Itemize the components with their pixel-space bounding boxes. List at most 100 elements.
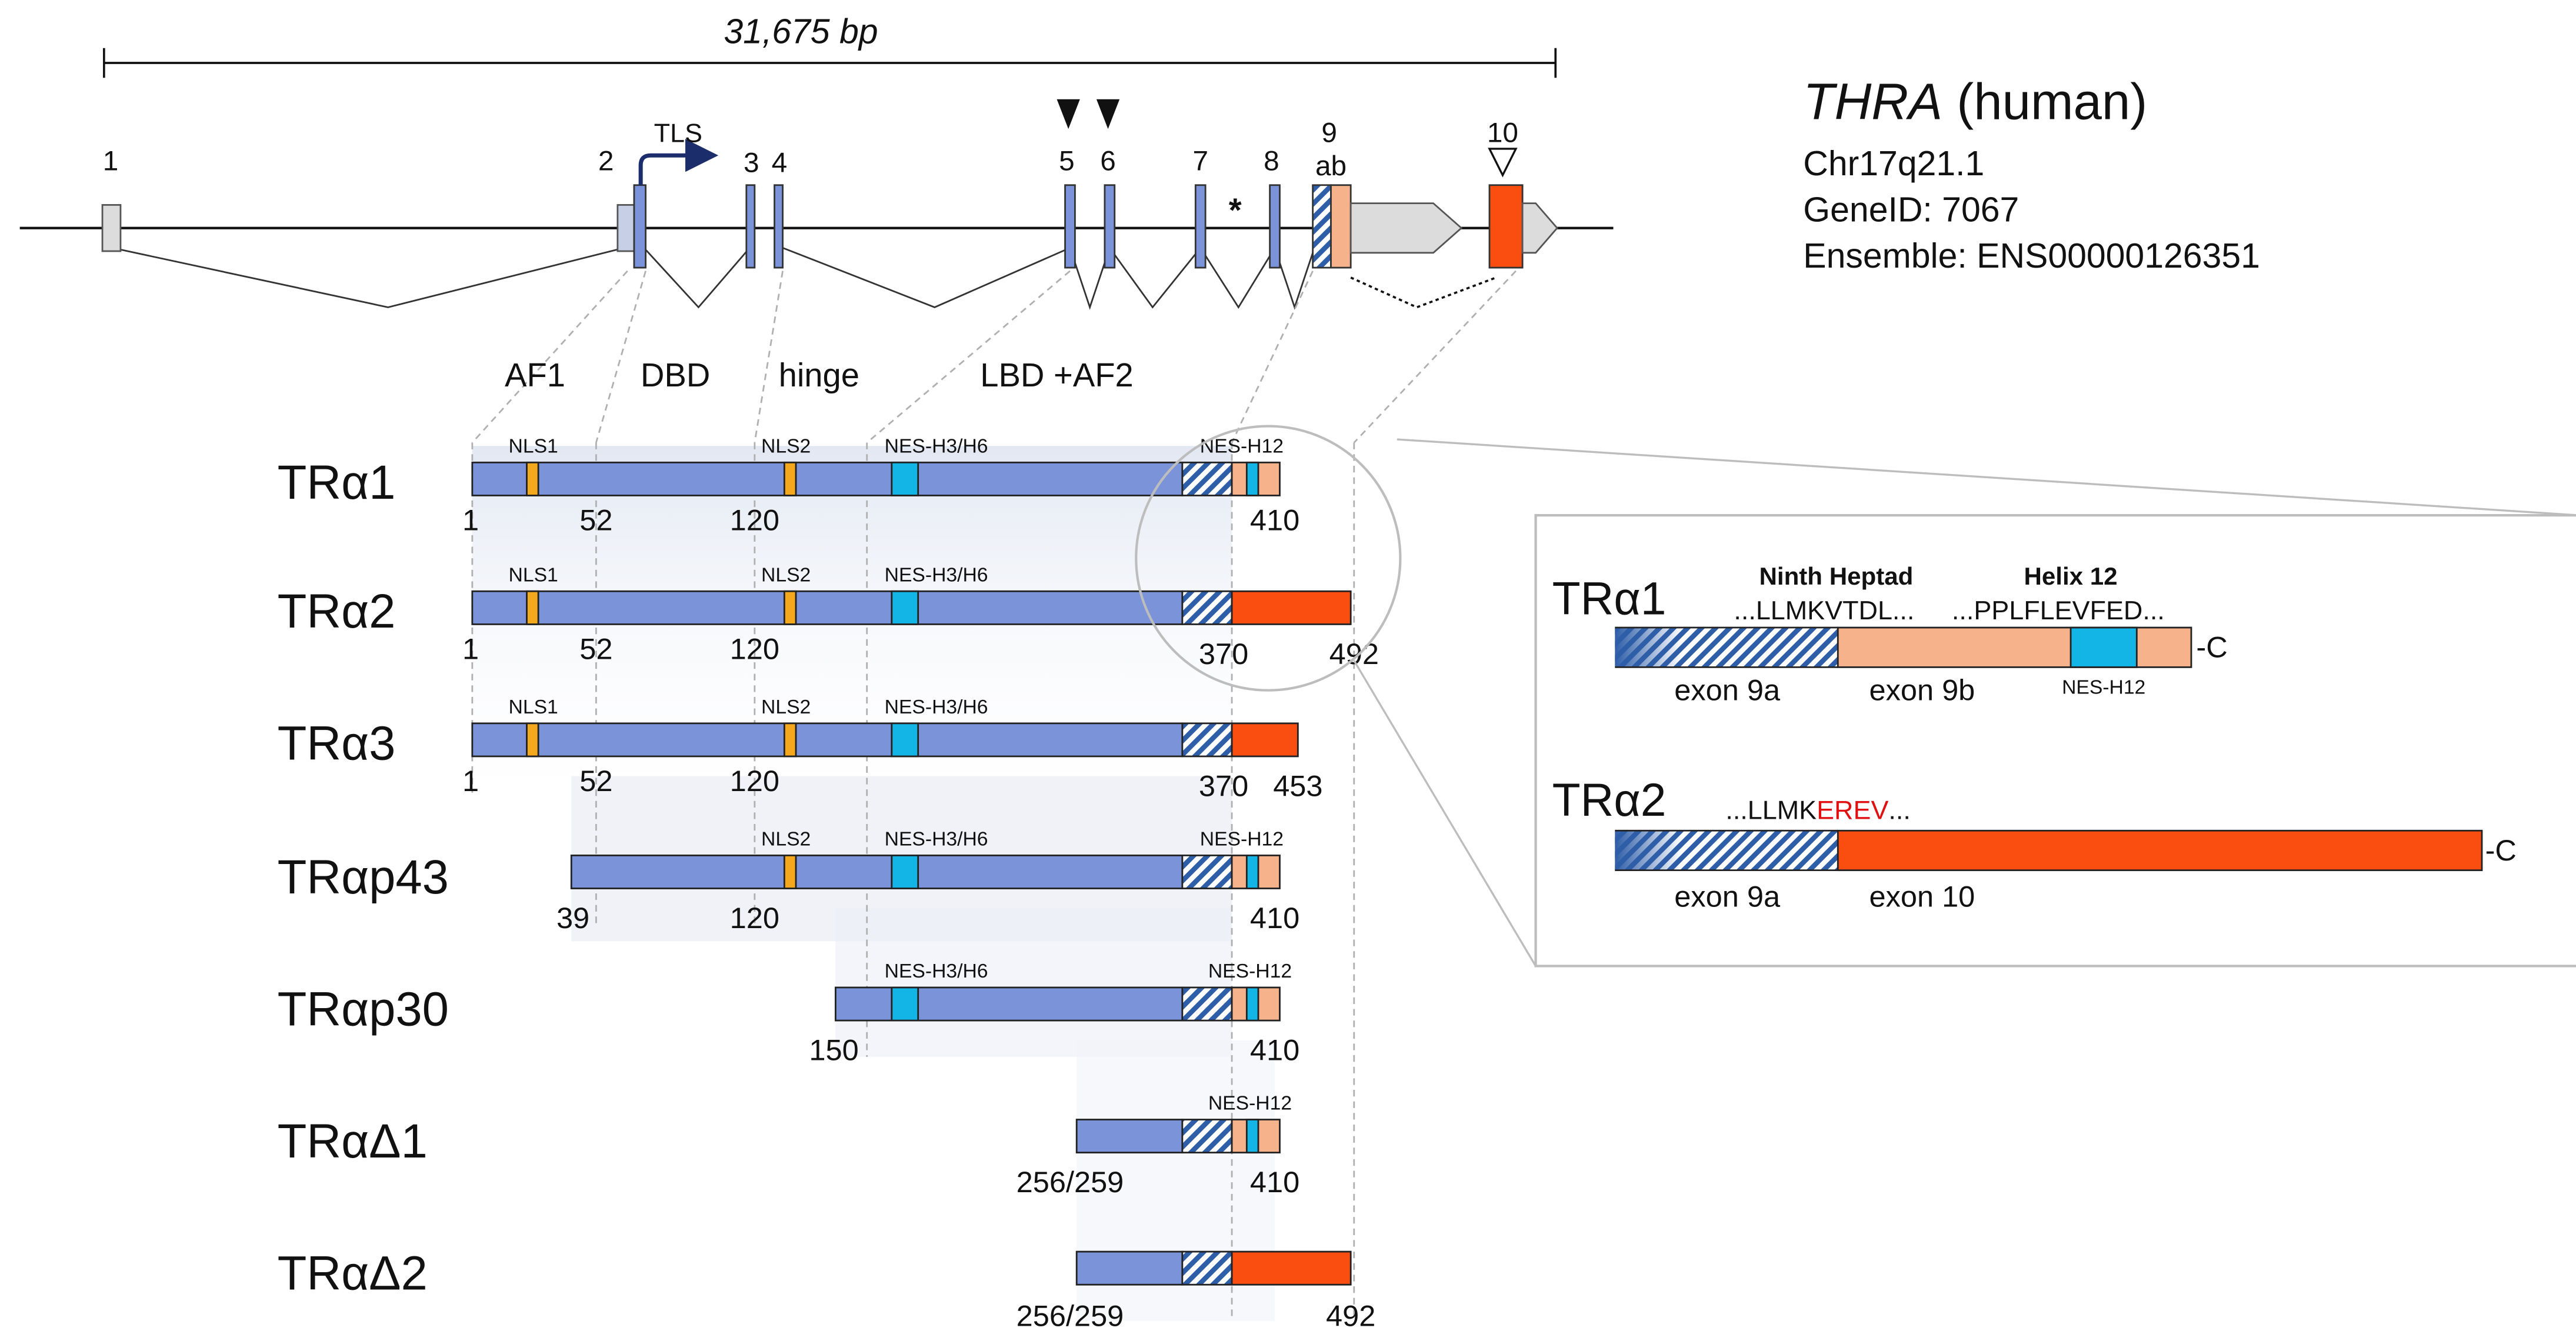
inset-tra2-seq-suffix: ...	[1888, 795, 1910, 825]
position-label: 120	[730, 764, 779, 798]
nes-h3h6-label: NES-H3/H6	[885, 696, 988, 718]
nes-h12-motif	[1245, 986, 1259, 1022]
exon-1	[101, 204, 122, 252]
nls2-motif	[783, 854, 797, 889]
nes-h3h6-motif	[891, 854, 919, 889]
exon-8	[1269, 184, 1281, 269]
open-arrowhead-exon-10	[1488, 148, 1518, 178]
position-label: 1	[462, 503, 479, 536]
position-label: 150	[809, 1033, 858, 1066]
position-label: 120	[730, 632, 779, 665]
inset-tra2-seq-prefix: ...LLMK	[1725, 795, 1817, 825]
nls2-label: NLS2	[761, 829, 811, 850]
position-label: 120	[730, 901, 779, 935]
position-label: 1	[462, 632, 479, 665]
arrowhead-exon-6	[1096, 99, 1120, 129]
nes-h3h6-motif	[891, 722, 919, 758]
inset-tra2-exon9a-fade	[1615, 830, 1838, 870]
exon-9a-segment	[1181, 590, 1233, 625]
isoform-names: TRα1 TRα2 TRα3 TRαp43 TRαp30 TRαΔ1 TRαΔ2	[278, 456, 449, 1300]
helix12-title: Helix 12	[2024, 562, 2117, 590]
nls2-label: NLS2	[761, 435, 811, 457]
position-label: 256/259	[1017, 1299, 1124, 1332]
nls1-motif	[526, 461, 539, 496]
exon-9a	[1312, 184, 1332, 269]
exon-9a-segment	[1181, 1250, 1233, 1286]
isoform-name: TRαp30	[278, 983, 449, 1036]
exon-label-5: 5	[1059, 145, 1075, 176]
nes-h3h6-label: NES-H3/H6	[885, 435, 988, 457]
domain-af1: AF1	[505, 356, 565, 393]
inset-tra1-exon9a-fade	[1615, 628, 1838, 668]
domain-dbd: DBD	[641, 356, 711, 393]
nes-h3h6-motif	[891, 986, 919, 1022]
nls1-motif	[526, 722, 539, 758]
gene-location: Chr17q21.1	[1803, 145, 1984, 183]
protein-body	[1075, 1119, 1184, 1154]
exon-2	[633, 184, 647, 269]
isoform-name: TRα3	[278, 717, 396, 770]
position-label: 410	[1250, 503, 1299, 536]
inset-tra2-exon9a-label: exon 9a	[1674, 879, 1781, 913]
exon-label-2: 2	[598, 145, 614, 176]
isoform-trap43: NLS2 NES-H3/H6 NES-H12 39 120 410	[556, 829, 1299, 935]
inset-tra1-nes-label: NES-H12	[2062, 676, 2145, 698]
inset-tra2-exon10-label: exon 10	[1869, 879, 1975, 913]
exon-label-4: 4	[772, 147, 788, 178]
isoform-tra3: NLS1 NLS2 NES-H3/H6 1 52 120 370 453	[462, 696, 1323, 802]
isoform-trap30: NES-H3/H6 NES-H12 150 410	[809, 960, 1299, 1066]
exon-9a-segment	[1181, 854, 1233, 889]
gene-id: GeneID: 7067	[1803, 191, 2019, 229]
domain-labels: AF1 DBD hinge LBD +AF2	[505, 356, 1134, 393]
nes-h12-label: NES-H12	[1200, 829, 1284, 850]
exon-label-8: 8	[1264, 145, 1279, 176]
position-label: 410	[1250, 1165, 1299, 1199]
inset-tra1-terminus: -C	[2196, 631, 2227, 664]
exon-10-utr	[1521, 202, 1558, 254]
protein-body	[834, 986, 1184, 1022]
position-label: 370	[1199, 769, 1248, 802]
inset-tra1-exon9b-label: exon 9b	[1869, 673, 1975, 707]
inset-tra1-exon9a-label: exon 9a	[1674, 673, 1781, 707]
nes-h12-label: NES-H12	[1208, 1093, 1292, 1115]
exon-3	[745, 184, 756, 269]
inset-tra2-exon10	[1837, 829, 2483, 872]
exon-4	[774, 184, 784, 269]
gene-name: THRA (human)	[1803, 73, 2147, 130]
protein-body	[1075, 1250, 1184, 1286]
nes-h12-motif	[1245, 1119, 1259, 1154]
position-label: 410	[1250, 901, 1299, 935]
gene-structure: TLS 1 2 3 4 5 6 7 8 9 ab 10 *	[19, 99, 1614, 310]
position-label: 1	[462, 764, 479, 798]
exon-9a-segment	[1181, 986, 1233, 1022]
gene-length-label: 31,675 bp	[724, 12, 878, 51]
exon-9-utr	[1349, 202, 1463, 254]
position-label: 492	[1326, 1299, 1375, 1332]
inset-tra1-name: TRα1	[1552, 573, 1667, 625]
nls2-motif	[783, 722, 797, 758]
scale-bar: 31,675 bp	[103, 12, 1557, 78]
inset-tra2-seq-red: EREV	[1817, 795, 1888, 825]
isoform-tra1: NLS1 NLS2 NES-H3/H6 NES-H12 1 52 120 410	[462, 435, 1299, 536]
exon-7	[1194, 184, 1207, 269]
position-label: 453	[1273, 769, 1322, 802]
nls2-label: NLS2	[761, 564, 811, 586]
protein-body	[471, 590, 1184, 625]
exon-10-segment	[1231, 1250, 1352, 1286]
gene-ensemble: Ensemble: ENS00000126351	[1803, 237, 2260, 275]
isoform-name: TRα2	[278, 585, 396, 638]
isoform-name: TRαp43	[278, 850, 449, 904]
arrowhead-exon-5	[1057, 99, 1080, 129]
nes-h3h6-label: NES-H3/H6	[885, 960, 988, 982]
nes-h3h6-motif	[891, 461, 919, 496]
protein-body	[570, 854, 1184, 889]
nes-h12-label: NES-H12	[1208, 960, 1292, 982]
position-label: 52	[579, 764, 612, 798]
exon-2-utr	[616, 204, 635, 252]
helix12-seq: ...PPLFLEVFED...	[1952, 595, 2165, 625]
exon-10	[1488, 184, 1524, 269]
position-label: 39	[556, 901, 589, 935]
nes-h12-motif	[1245, 854, 1259, 889]
exon-label-7: 7	[1192, 145, 1208, 176]
